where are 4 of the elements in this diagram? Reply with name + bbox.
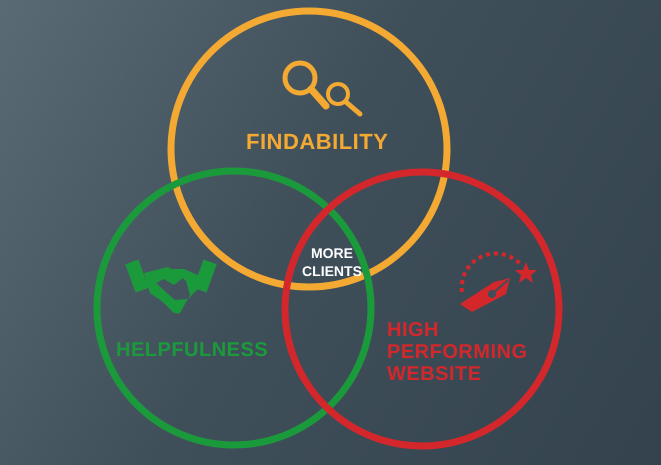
circle-title: HELPFULNESS <box>116 339 270 361</box>
overlap-label: MORE CLIENTS <box>301 244 363 280</box>
circle-title: HIGH PERFORMING WEBSITE <box>387 319 529 385</box>
circle-title: FINDABILITY <box>246 131 390 153</box>
